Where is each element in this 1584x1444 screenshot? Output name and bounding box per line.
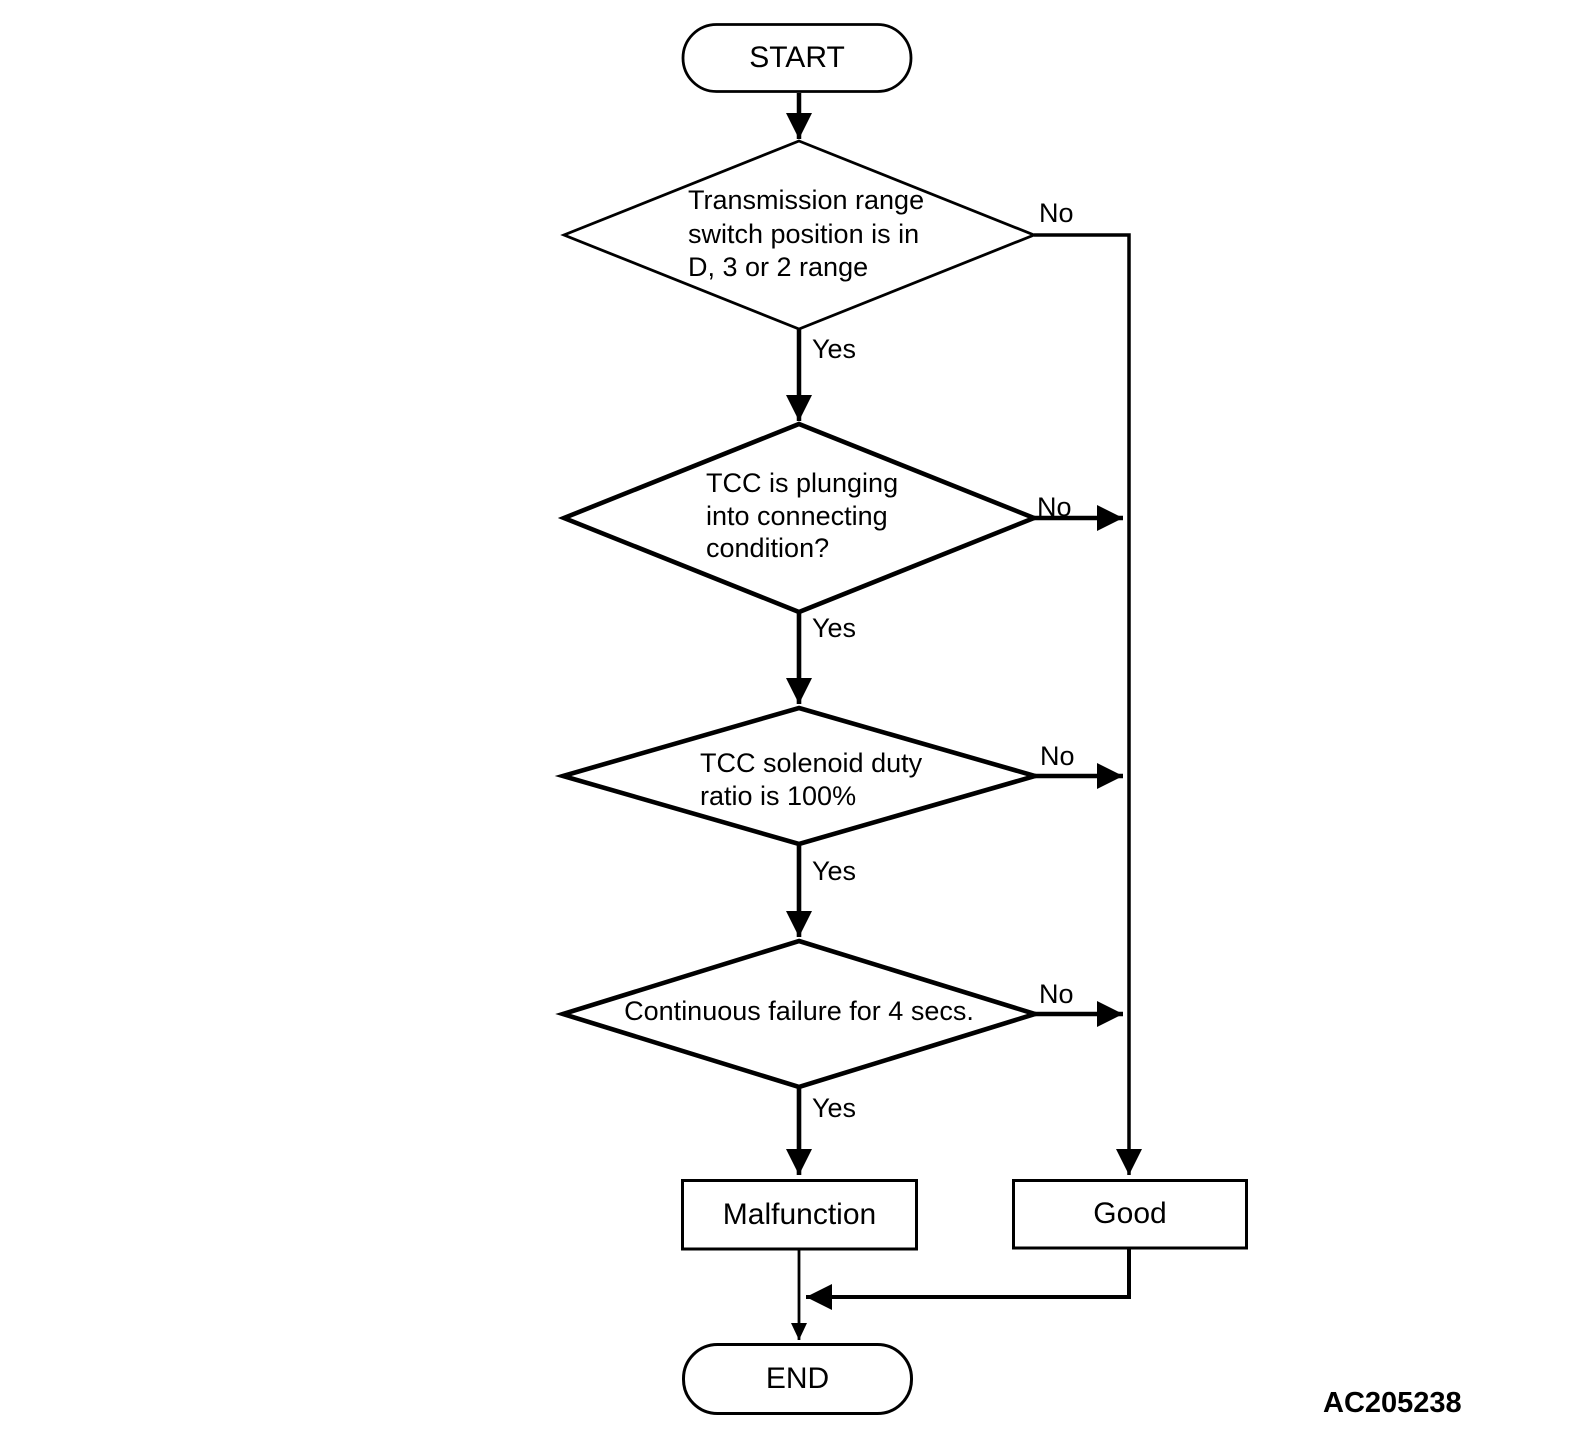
decision-4-line-1: Continuous failure for 4 secs. — [624, 996, 974, 1026]
decision-2-no-label: No — [1037, 492, 1072, 522]
decision-2-yes-label: Yes — [812, 613, 857, 643]
decision-4-yes-label: Yes — [812, 1093, 857, 1123]
malfunction-box-shape — [681, 1179, 918, 1251]
decision-3-line-2: ratio is 100% — [700, 781, 857, 811]
decision-1-text: Transmission range switch position is in… — [688, 184, 924, 285]
decision-3-text: TCC solenoid duty ratio is 100% — [700, 747, 922, 813]
decision-2-line-3: condition? — [706, 533, 830, 563]
decision-4-text: Continuous failure for 4 secs. — [563, 995, 1035, 1028]
decision-3-no-label: No — [1040, 741, 1075, 771]
figure-code: AC205238 — [1323, 1387, 1462, 1419]
good-box-shape — [1012, 1179, 1248, 1250]
decision-1-no-label: No — [1039, 198, 1074, 228]
end-label: END — [765, 1362, 830, 1395]
decision-1-line-1: Transmission range — [688, 185, 925, 215]
decision-2-line-2: into connecting — [706, 500, 888, 531]
decision-3-yes-label: Yes — [812, 856, 857, 886]
connector-no-1-trunk — [1034, 233, 1142, 1175]
start-shape — [681, 23, 913, 93]
good-label: Good — [1093, 1197, 1167, 1230]
decision-2-line-1: TCC is plunging — [706, 468, 899, 498]
decision-1-yes-label: Yes — [812, 334, 857, 364]
connector-good-to-junction — [806, 1249, 1131, 1310]
end-shape — [682, 1343, 913, 1415]
decision-4-no-label: No — [1039, 979, 1074, 1009]
malfunction-label: Malfunction — [722, 1197, 877, 1231]
start-label: START — [749, 40, 845, 74]
decision-2-text: TCC is plunging into connecting conditio… — [706, 467, 898, 565]
decision-1-line-2: switch position is in — [688, 218, 920, 249]
decision-1-line-3: D, 3 or 2 range — [688, 252, 869, 282]
decision-3-line-1: TCC solenoid duty — [700, 748, 923, 778]
